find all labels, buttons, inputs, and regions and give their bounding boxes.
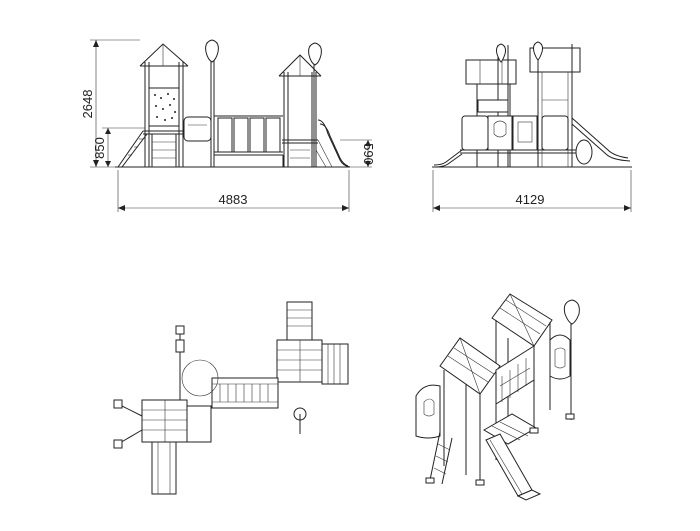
panel-holes-left: [154, 93, 176, 121]
front-elevation-view: [115, 39, 351, 168]
isometric-view: [415, 293, 580, 501]
dim-height-total: 2648: [80, 90, 95, 119]
side-elevation-view: [432, 41, 632, 168]
dim-side-width: 4129: [516, 192, 545, 207]
dim-front-width: 4883: [219, 192, 248, 207]
dim-slide-height: 590: [361, 143, 376, 165]
plan-view: [113, 301, 349, 495]
front-dimensions: 2648 850 590 4883: [80, 39, 376, 212]
side-dimensions: 4129: [432, 170, 632, 212]
dim-platform-height: 850: [92, 137, 107, 159]
bridge-slats: [219, 384, 269, 402]
